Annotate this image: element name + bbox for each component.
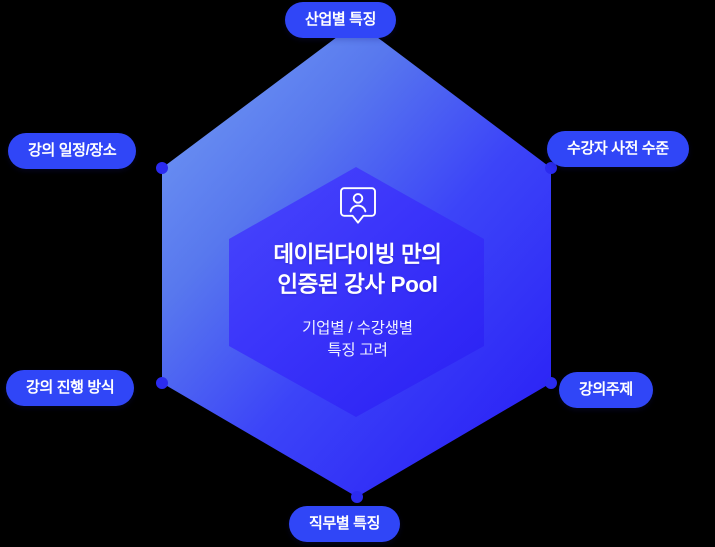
label-pill-upper-right[interactable]: 수강자 사전 수준: [547, 131, 689, 167]
label-pill-upper-left[interactable]: 강의 일정/장소: [8, 133, 137, 169]
label-pill-bottom[interactable]: 직무별 특징: [289, 506, 401, 542]
label-pill-lower-left[interactable]: 강의 진행 방식: [6, 370, 135, 406]
label-pill-top[interactable]: 산업별 특징: [285, 2, 397, 38]
vertex-dot-lower-left: [156, 377, 168, 389]
vertex-dot-upper-right: [545, 162, 557, 174]
vertex-dot-bottom: [351, 491, 363, 503]
label-pill-lower-right[interactable]: 강의주제: [559, 372, 653, 408]
vertex-dot-upper-left: [156, 162, 168, 174]
vertex-dot-lower-right: [545, 377, 557, 389]
inner-hexagon: [229, 167, 484, 417]
